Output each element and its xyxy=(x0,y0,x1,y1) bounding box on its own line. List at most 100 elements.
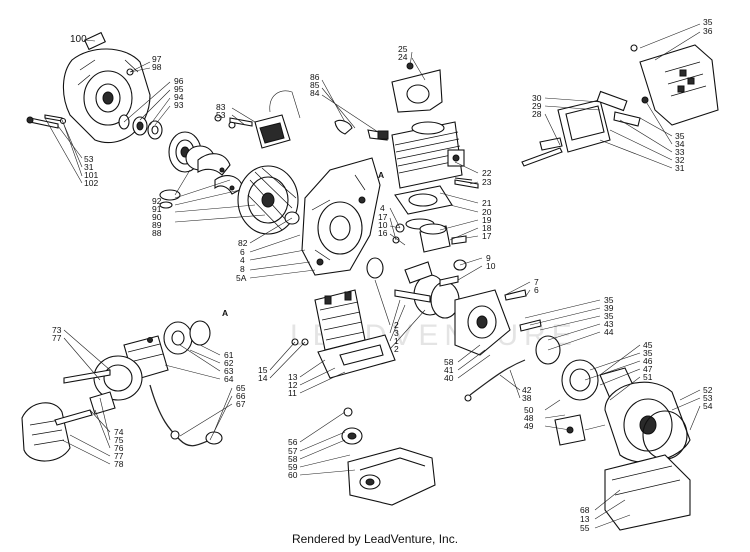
muffler xyxy=(557,90,649,153)
callout-A-left: A xyxy=(222,308,228,318)
stop-wire xyxy=(464,359,526,402)
callout-labels: 100 97 98 96 95 94 93 53 31 101 102 92 9… xyxy=(52,17,713,533)
callout-74: 74 xyxy=(114,427,124,437)
cover-screws xyxy=(26,114,67,129)
callout-64: 64 xyxy=(224,374,234,384)
callout-36: 36 xyxy=(703,26,713,36)
callout-A-top: A xyxy=(378,170,384,180)
callout-61: 61 xyxy=(224,350,234,360)
lower-shroud xyxy=(604,454,691,531)
callout-58-b: 58 xyxy=(288,454,298,464)
callout-44: 44 xyxy=(604,327,614,337)
callout-55: 55 xyxy=(580,523,590,533)
callout-17: 17 xyxy=(482,231,492,241)
callout-40: 40 xyxy=(444,373,454,383)
callout-4: 4 xyxy=(380,203,385,213)
callout-66: 66 xyxy=(236,391,246,401)
starter-crankcase xyxy=(454,289,527,356)
piston-assembly xyxy=(392,218,467,253)
callout-54: 54 xyxy=(703,401,713,411)
callout-93: 93 xyxy=(174,100,184,110)
callout-14: 14 xyxy=(258,373,268,383)
ignition-module xyxy=(228,90,301,149)
heat-shield xyxy=(391,62,443,113)
callout-6: 6 xyxy=(240,247,245,257)
callout-57: 57 xyxy=(288,446,298,456)
clutch-drum xyxy=(168,131,215,173)
fuel-tank xyxy=(347,447,436,506)
muffler-bolts xyxy=(521,137,563,167)
callout-56: 56 xyxy=(288,437,298,447)
footer-credit: Rendered by LeadVenture, Inc. xyxy=(291,532,459,546)
callout-25: 25 xyxy=(398,44,408,54)
callout-96: 96 xyxy=(174,76,184,86)
callout-91: 91 xyxy=(152,204,162,214)
callout-7: 7 xyxy=(534,277,539,287)
callout-97: 97 xyxy=(152,54,162,64)
callout-75: 75 xyxy=(114,435,124,445)
callout-15: 15 xyxy=(258,365,268,375)
spark-plug xyxy=(334,119,389,141)
callout-11: 11 xyxy=(288,388,297,398)
callout-52: 52 xyxy=(703,385,713,395)
callout-8: 8 xyxy=(240,264,245,274)
callout-60: 60 xyxy=(288,470,298,480)
callout-38: 38 xyxy=(522,393,532,403)
callout-53: 53 xyxy=(84,154,94,164)
callout-53-b: 53 xyxy=(216,110,226,120)
callout-68: 68 xyxy=(580,505,590,515)
callout-51: 51 xyxy=(643,372,653,382)
callout-48: 48 xyxy=(524,413,534,423)
callout-88: 88 xyxy=(152,228,162,238)
callout-35-d: 35 xyxy=(604,311,614,321)
callout-67: 67 xyxy=(236,399,246,409)
callout-63: 63 xyxy=(224,366,234,376)
callout-84: 84 xyxy=(310,88,320,98)
callout-29: 29 xyxy=(532,101,542,111)
cylinder-gasket xyxy=(394,185,453,215)
crankcase-half xyxy=(301,157,381,276)
callout-73: 73 xyxy=(52,325,62,335)
callout-30: 30 xyxy=(532,93,542,103)
callout-17-b: 17 xyxy=(378,212,388,222)
callout-3: 3 xyxy=(394,328,399,338)
callout-1: 1 xyxy=(394,336,399,346)
callout-18: 18 xyxy=(482,223,492,233)
callout-10-b: 10 xyxy=(486,261,496,271)
callout-98: 98 xyxy=(152,62,162,72)
callout-102: 102 xyxy=(84,178,98,188)
callout-78: 78 xyxy=(114,459,124,469)
callout-62: 62 xyxy=(224,358,234,368)
callout-45: 45 xyxy=(643,340,653,350)
callout-10: 10 xyxy=(378,220,388,230)
callout-16: 16 xyxy=(378,228,388,238)
callout-22: 22 xyxy=(482,168,492,178)
callout-31-b: 31 xyxy=(675,163,685,173)
callout-50: 50 xyxy=(524,405,534,415)
muffler-cover xyxy=(630,44,719,126)
callout-47: 47 xyxy=(643,364,653,374)
callout-101: 101 xyxy=(84,170,98,180)
callout-39: 39 xyxy=(604,303,614,313)
callout-19: 19 xyxy=(482,215,492,225)
callout-24: 24 xyxy=(398,52,408,62)
callout-42: 42 xyxy=(522,385,532,395)
callout-41: 41 xyxy=(444,365,454,375)
callout-85: 85 xyxy=(310,80,320,90)
callout-77-b: 77 xyxy=(114,451,124,461)
callout-31: 31 xyxy=(84,162,94,172)
callout-23: 23 xyxy=(482,177,492,187)
callout-13: 13 xyxy=(288,372,298,382)
callout-86: 86 xyxy=(310,72,320,82)
callout-6-b: 6 xyxy=(534,285,539,295)
recoil-housing xyxy=(604,381,691,463)
throttle-cable xyxy=(149,384,223,447)
callout-92: 92 xyxy=(152,196,162,206)
callout-28: 28 xyxy=(532,109,542,119)
callout-77: 77 xyxy=(52,333,62,343)
callout-13-b: 13 xyxy=(580,514,590,524)
callout-49: 49 xyxy=(524,421,534,431)
callout-5A: 5A xyxy=(236,273,247,283)
callout-43: 43 xyxy=(604,319,614,329)
